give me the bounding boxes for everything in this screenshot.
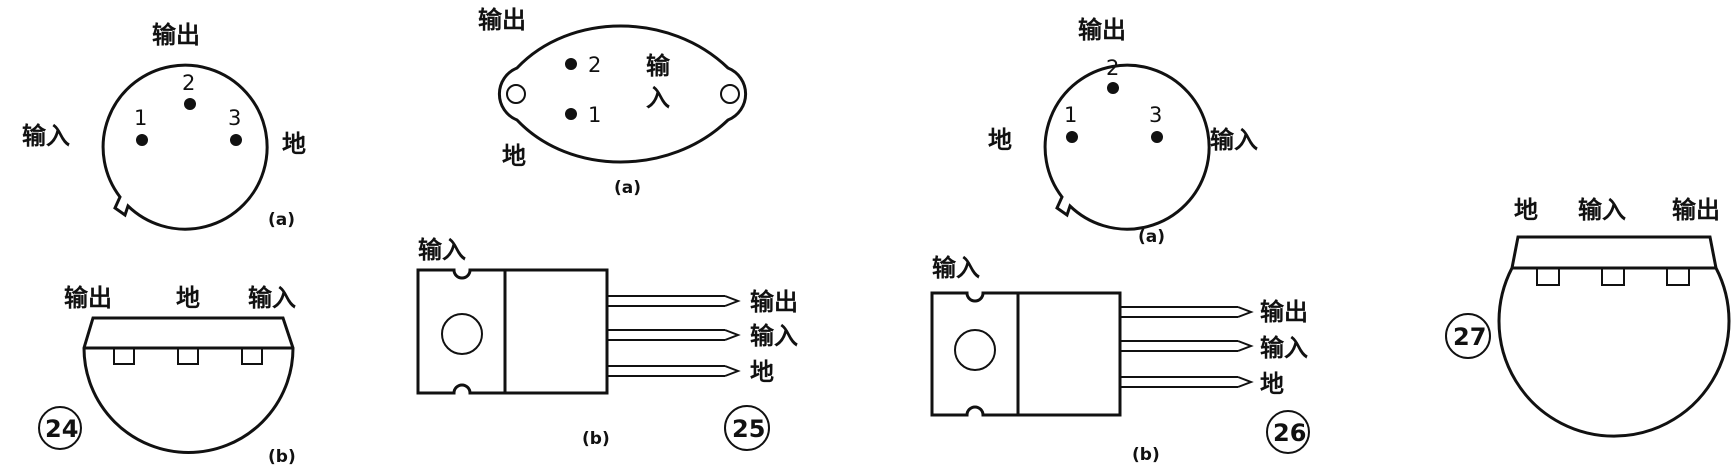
- fig26-subfig-a: (a): [1138, 227, 1165, 247]
- fig26b-input-label: 输入: [932, 254, 980, 282]
- fig27-to92-package: 地 输入 输出 27: [1445, 196, 1731, 438]
- fig24-ground-label: 地: [282, 130, 306, 158]
- fig26-pin-3-number: 3: [1149, 103, 1162, 127]
- fig27-number: 27: [1453, 323, 1486, 351]
- fig24-can-bottom-view: 2 1 3 输出 输入 地 (a): [22, 21, 306, 231]
- fig26b-output-label: 输出: [1260, 298, 1308, 326]
- fig25-pin-1-number: 1: [588, 103, 601, 127]
- fig24-pin-1: [136, 134, 148, 146]
- fig26-input-label: 输入: [1210, 126, 1258, 154]
- fig25-number: 25: [732, 415, 765, 443]
- fig24-pin-3-number: 3: [228, 106, 241, 130]
- fig24b-ground-label: 地: [176, 284, 200, 312]
- fig24-subfig-a: (a): [268, 210, 295, 230]
- fig24-pin-1-number: 1: [134, 106, 147, 130]
- fig26-pin-2: [1107, 82, 1119, 94]
- fig27-output-label: 输出: [1672, 196, 1720, 224]
- fig24-pin-2: [184, 98, 196, 110]
- fig24-pin-3: [230, 134, 242, 146]
- fig25-to220-package: 输入 输出 输入 地 (b) 25: [416, 236, 798, 451]
- fig25-input-label-bottom: 入: [646, 84, 670, 112]
- figure-26: 2 1 3 输出 地 输入 (a) 输入 输出 输入 地 (b) 26: [930, 16, 1310, 465]
- fig26b-ground-label: 地: [1260, 370, 1284, 398]
- fig26-pin-2-number: 2: [1106, 56, 1119, 80]
- fig26-output-label: 输出: [1078, 16, 1126, 44]
- fig24-to92-package: 输出 地 输入 (b) 24: [38, 284, 296, 467]
- fig26-pin-1: [1066, 131, 1078, 143]
- fig26-pin-3: [1151, 131, 1163, 143]
- fig24b-output-label: 输出: [64, 284, 112, 312]
- fig24-number: 24: [45, 415, 78, 443]
- fig24-pin-2-number: 2: [182, 71, 195, 95]
- figure-24: 2 1 3 输出 输入 地 (a) 输出 地 输入 (b) 24: [22, 21, 306, 467]
- fig26-number: 26: [1273, 419, 1306, 447]
- fig25b-input-pin-label: 输入: [750, 322, 798, 350]
- figure-27: 地 输入 输出 27: [1445, 196, 1731, 438]
- fig25-input-label-top: 输: [646, 52, 671, 80]
- fig24-subfig-b: (b): [268, 447, 296, 467]
- fig26-subfig-b: (b): [1132, 445, 1160, 465]
- fig26-can-bottom-view: 2 1 3 输出 地 输入 (a): [988, 16, 1258, 247]
- fig26-pin-1-number: 1: [1064, 103, 1077, 127]
- fig25-subfig-b: (b): [582, 429, 610, 449]
- fig25-to3-package: 2 1 输 入 输出 地 (a): [478, 6, 748, 198]
- fig25b-input-label: 输入: [418, 236, 466, 264]
- fig24-input-label: 输入: [22, 122, 70, 150]
- fig25b-output-label: 输出: [750, 288, 798, 316]
- fig27-input-label: 输入: [1578, 196, 1626, 224]
- fig26-to220-package: 输入 输出 输入 地 (b) 26: [930, 254, 1310, 465]
- fig25-output-label: 输出: [478, 6, 526, 34]
- fig27-ground-label: 地: [1514, 196, 1538, 224]
- fig24-output-label: 输出: [152, 21, 200, 49]
- fig26-ground-label: 地: [988, 126, 1012, 154]
- fig24b-input-label: 输入: [248, 284, 296, 312]
- fig25-pin-1: [565, 108, 577, 120]
- fig26b-input-pin-label: 输入: [1260, 334, 1308, 362]
- fig25-ground-label: 地: [502, 142, 526, 170]
- figure-25: 2 1 输 入 输出 地 (a) 输入 输出 输入 地 (b) 25: [416, 6, 798, 451]
- fig25-pin-2: [565, 58, 577, 70]
- fig25-pin-2-number: 2: [588, 53, 601, 77]
- fig25b-ground-label: 地: [750, 358, 774, 386]
- fig25-subfig-a: (a): [614, 178, 641, 198]
